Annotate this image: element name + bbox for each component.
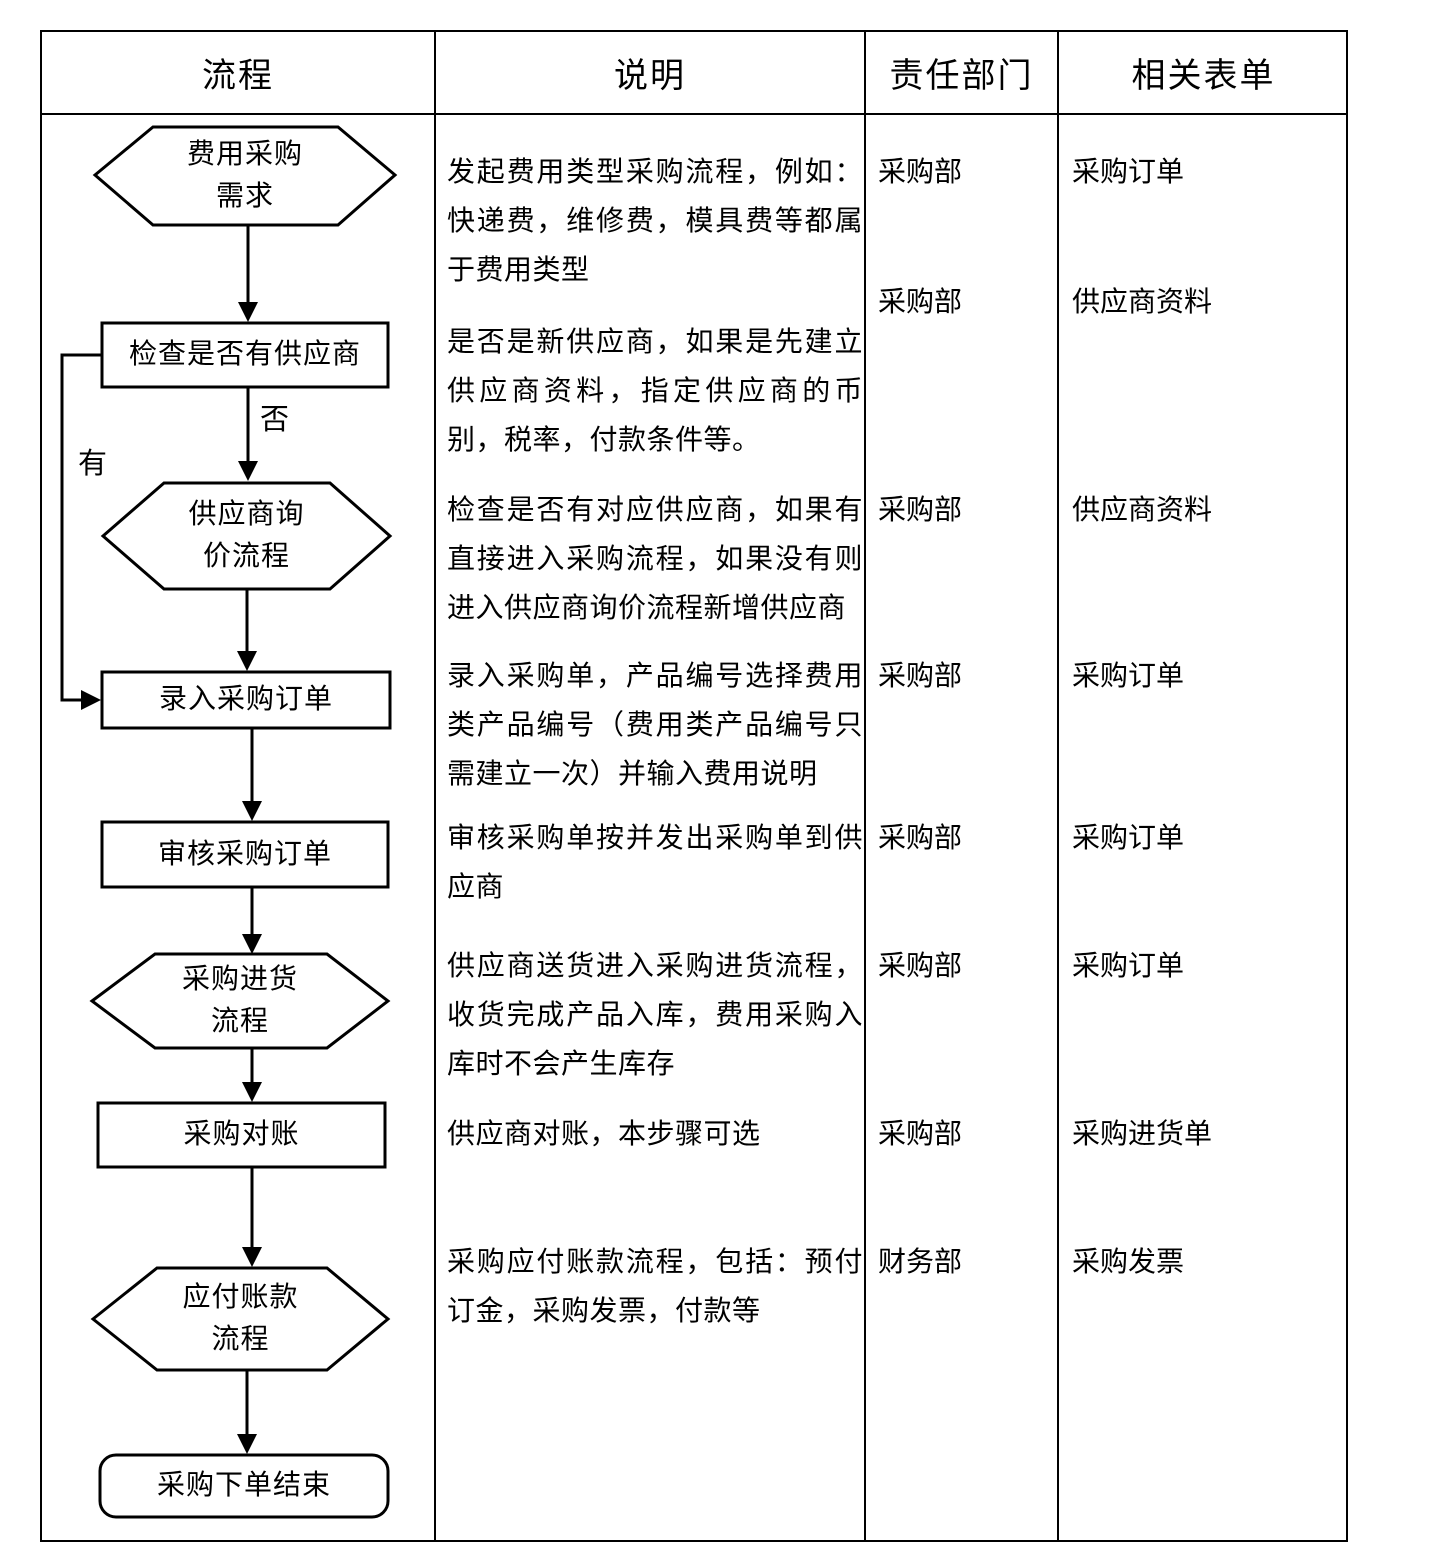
description-text: 供应商对账，本步骤可选 <box>447 1119 761 1150</box>
form-text: 采购订单 <box>1072 157 1185 188</box>
process-purchase-reconciliation <box>96 1101 387 1169</box>
arrowhead-icon <box>238 461 258 481</box>
node-label-purchase-reconciliation: 采购对账 <box>183 1119 300 1150</box>
arrowhead-icon <box>242 801 262 821</box>
header-divider <box>40 113 1348 115</box>
department-text: 采购部 <box>878 951 963 982</box>
description-text: 采购应付账款流程，包括：预付订金，采购发票，付款等 <box>447 1247 863 1327</box>
column-divider-3 <box>1057 30 1059 1542</box>
column-header-department: 责任部门 <box>889 57 1034 95</box>
description-text: 供应商送货进入采购进货流程，收货完成产品入库，费用采购入库时不会产生库存 <box>447 951 863 1080</box>
arrowhead-icon <box>237 651 257 671</box>
department-text: 采购部 <box>878 1119 963 1150</box>
department-text: 采购部 <box>878 157 963 188</box>
form-text: 采购进货单 <box>1072 1119 1213 1150</box>
hexagon-purchase-receiving-process <box>89 952 391 1050</box>
arrowhead-icon <box>237 1434 257 1454</box>
arrowhead-icon <box>242 1247 262 1267</box>
column-header-process: 流程 <box>202 57 274 95</box>
node-label-check-supplier-exists: 检查是否有供应商 <box>128 339 361 370</box>
process-review-purchase-order <box>100 820 390 889</box>
node-label-accounts-payable-process: 应付账款 流程 <box>182 1282 299 1355</box>
arrowhead-icon <box>238 302 258 322</box>
branch-label-no: 否 <box>260 404 290 436</box>
department-text: 采购部 <box>878 495 963 526</box>
department-text: 采购部 <box>878 287 963 318</box>
department-text: 采购部 <box>878 661 963 692</box>
node-label-purchase-order-end: 采购下单结束 <box>156 1470 331 1501</box>
arrowhead-icon <box>242 934 262 954</box>
table-border <box>40 30 1348 1542</box>
form-text: 采购订单 <box>1072 661 1185 692</box>
column-header-forms: 相关表单 <box>1131 57 1276 95</box>
process-enter-purchase-order <box>100 670 392 730</box>
form-text: 供应商资料 <box>1072 287 1213 318</box>
hexagon-expense-purchase-demand <box>92 125 398 227</box>
node-label-expense-purchase-demand: 费用采购 需求 <box>186 139 303 212</box>
terminator-purchase-order-end <box>98 1453 390 1519</box>
department-text: 财务部 <box>878 1247 963 1278</box>
form-text: 采购订单 <box>1072 823 1185 854</box>
column-header-description: 说明 <box>614 57 686 95</box>
arrowhead-icon <box>81 690 101 710</box>
column-divider-1 <box>434 30 436 1542</box>
hexagon-accounts-payable-process <box>90 1266 391 1372</box>
hexagon-supplier-inquiry-process <box>100 481 393 591</box>
description-text: 录入采购单，产品编号选择费用类产品编号（费用类产品编号只需建立一次）并输入费用说… <box>447 661 863 790</box>
description-text: 发起费用类型采购流程，例如：快递费，维修费，模具费等都属于费用类型 <box>447 157 863 286</box>
form-text: 采购发票 <box>1072 1247 1185 1278</box>
node-label-supplier-inquiry-process: 供应商询 价流程 <box>188 499 305 572</box>
form-text: 供应商资料 <box>1072 495 1213 526</box>
node-label-purchase-receiving-process: 采购进货 流程 <box>181 964 298 1037</box>
description-text: 审核采购单按并发出采购单到供应商 <box>447 823 863 903</box>
department-text: 采购部 <box>878 823 963 854</box>
process-check-supplier-exists <box>100 321 390 389</box>
column-divider-2 <box>864 30 866 1542</box>
loop-back-line <box>60 353 102 702</box>
description-text: 是否是新供应商，如果是先建立供应商资料，指定供应商的币别，税率，付款条件等。 <box>447 327 863 456</box>
node-label-review-purchase-order: 审核采购订单 <box>157 838 332 870</box>
description-text: 检查是否有对应供应商，如果有直接进入采购流程，如果没有则进入供应商询价流程新增供… <box>447 495 863 624</box>
arrowhead-icon <box>242 1082 262 1102</box>
form-text: 采购订单 <box>1072 951 1185 982</box>
branch-label-yes: 有 <box>78 448 108 480</box>
node-label-enter-purchase-order: 录入采购订单 <box>158 684 333 715</box>
